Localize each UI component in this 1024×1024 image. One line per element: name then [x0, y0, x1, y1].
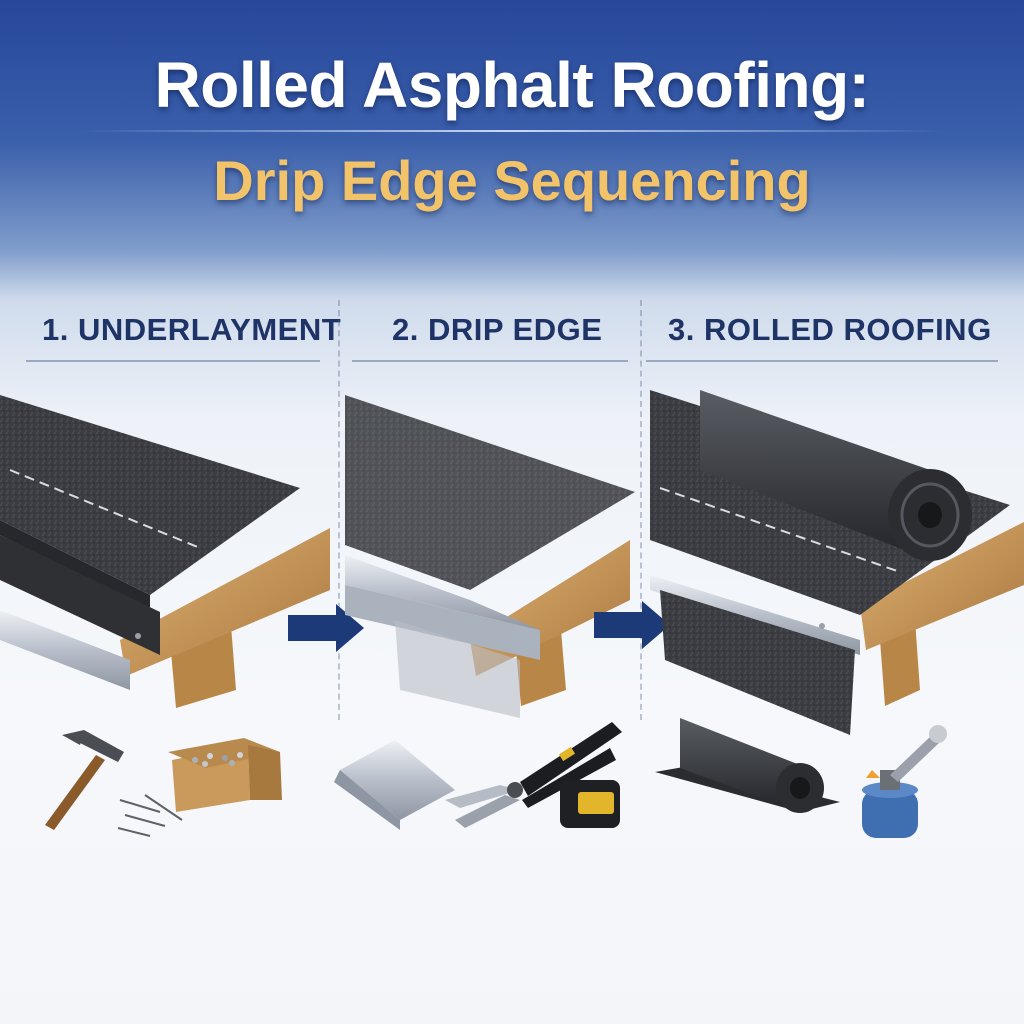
- step-1-scene: [0, 395, 330, 708]
- drip-edge-metal: [0, 610, 130, 690]
- step-2-label: 2. DRIP EDGE: [392, 312, 603, 347]
- roll-body: [700, 390, 930, 560]
- chalk-line: [659, 487, 901, 573]
- roll-spiral: [900, 482, 960, 548]
- tin-snips-icon: [445, 722, 622, 828]
- step-2-underline: [352, 360, 628, 362]
- joist: [880, 620, 920, 706]
- chalk-line: [9, 469, 201, 549]
- panel-divider-2: [640, 300, 642, 720]
- underlayment-sheet: [0, 395, 300, 595]
- drip-edge-flashing-icon: [334, 740, 455, 830]
- step-1-label: 1. UNDERLAYMENT: [42, 312, 342, 347]
- step-2-scene: [345, 395, 635, 718]
- nail-box-icon: [168, 738, 282, 812]
- arrow-1: [288, 604, 364, 652]
- arrow-2: [594, 601, 670, 649]
- step-3-label: 3. ROLLED ROOFING: [668, 312, 992, 347]
- fascia-flashing: [395, 620, 520, 718]
- drip-edge-face: [345, 585, 540, 660]
- asphalt-roll-icon: [655, 718, 840, 813]
- tape-measure-icon: [560, 780, 620, 828]
- title-line-1: Rolled Asphalt Roofing:: [154, 49, 870, 121]
- drip-edge-metal: [650, 575, 860, 655]
- propane-torch-icon: [862, 725, 947, 838]
- drip-edge-flange: [345, 555, 540, 630]
- step-1-underline: [26, 360, 320, 362]
- roll-core: [918, 502, 942, 528]
- step-3-underline: [646, 360, 998, 362]
- step-3-scene: [650, 390, 1024, 735]
- hanging-roofing: [660, 590, 855, 735]
- title-divider: [80, 130, 944, 132]
- panel-divider-1: [338, 300, 340, 720]
- underlayment-sheet: [345, 395, 635, 590]
- fascia-board: [120, 528, 330, 676]
- nail-head: [135, 633, 141, 639]
- nail-head: [819, 623, 825, 629]
- title-line-2: Drip Edge Sequencing: [213, 149, 811, 212]
- fascia-board: [860, 522, 1024, 650]
- underlayment-edge: [0, 520, 150, 610]
- nails-icon: [117, 794, 183, 837]
- hammer-icon: [45, 730, 124, 830]
- lower-layer: [0, 535, 160, 655]
